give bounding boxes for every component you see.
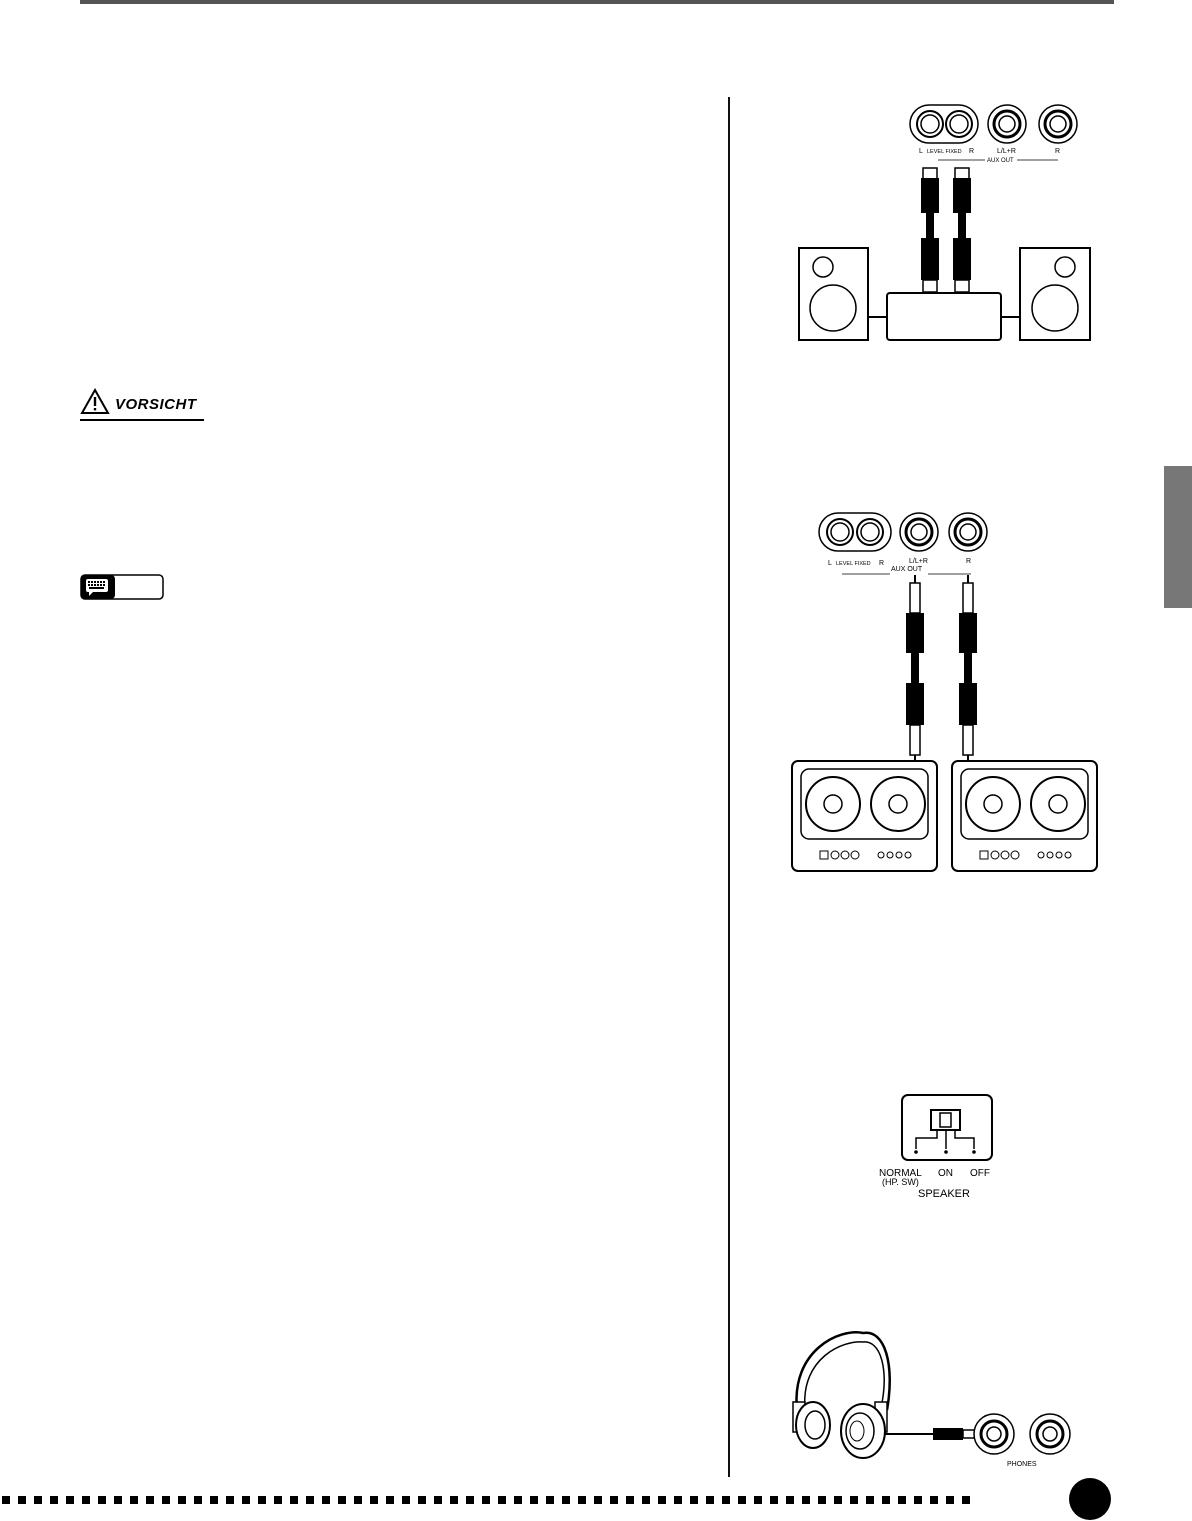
switch-label-normal: NORMAL [879, 1168, 922, 1179]
top-rule [80, 0, 1114, 4]
caution-underline [80, 419, 204, 421]
jack-label-level-fixed: LEVEL FIXED [836, 561, 871, 567]
note-box [80, 574, 164, 605]
warning-triangle-icon [80, 387, 110, 414]
switch-label-speaker: SPEAKER [918, 1188, 970, 1200]
speaker-right [1019, 247, 1091, 341]
aux-out-label: AUX OUT [891, 566, 923, 573]
amplifier-left [791, 760, 938, 872]
headband [795, 1331, 891, 1411]
jack-label-r-small: R [879, 560, 884, 567]
column-divider [728, 97, 730, 1477]
amplifier-right [951, 760, 1098, 872]
rca-cable-right [953, 167, 971, 298]
phone-plug-cable-left [906, 575, 924, 765]
ear-cup-left [792, 1401, 831, 1449]
aux-out-label: AUX OUT [987, 158, 1014, 164]
phones-label: PHONES [1007, 1461, 1037, 1468]
switch-label-on: ON [938, 1168, 953, 1179]
jack-label-l: L [919, 148, 923, 155]
ear-cup-right [840, 1401, 888, 1459]
caution-label: VORSICHT [115, 396, 197, 413]
footer-dotted-rule [2, 1496, 970, 1504]
switch-label-hp-sw: (HP. SW) [882, 1177, 919, 1187]
speaker-switch-diagram: NORMAL (HP. SW) ON OFF SPEAKER [879, 1094, 993, 1200]
aux-out-amplifier-diagram: L LEVEL FIXED R L/L+R R AUX OUT [791, 512, 1098, 872]
headphone-plug [933, 1428, 963, 1440]
headphones-diagram: PHONES [792, 1331, 1071, 1468]
jack-label-l: L [828, 560, 832, 567]
section-tab [1164, 466, 1192, 608]
jack-label-r: R [1055, 148, 1060, 155]
jack-label-r-small: R [969, 148, 974, 155]
page-number-marker [1069, 1478, 1111, 1520]
caution-heading: VORSICHT [80, 387, 204, 421]
jack-label-r: R [966, 558, 971, 565]
switch-label-off: OFF [970, 1168, 990, 1179]
jack-label-level-fixed: LEVEL FIXED [927, 149, 962, 155]
rca-cable-left [921, 167, 939, 298]
amplifier-box [886, 292, 1002, 341]
jack-label-llr: L/L+R [909, 558, 928, 565]
aux-out-speaker-diagram: L LEVEL FIXED R L/L+R R AUX OUT [798, 104, 1091, 341]
switch-knob [939, 1112, 952, 1128]
speaker-left [798, 247, 869, 341]
phone-plug-cable-right [959, 575, 977, 765]
jack-label-llr: L/L+R [997, 148, 1016, 155]
keyboard-note-icon [80, 574, 164, 600]
